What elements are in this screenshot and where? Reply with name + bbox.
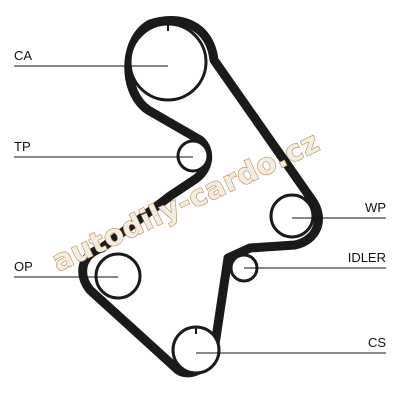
oil-pump-pulley: [94, 252, 142, 300]
timing-belt: [78, 16, 323, 378]
label-ca: CA: [14, 48, 32, 63]
label-idler: IDLER: [348, 250, 386, 265]
label-cs: CS: [368, 335, 386, 350]
water-pump-pulley: [269, 193, 315, 239]
tensioner-pulley: [176, 139, 210, 173]
camshaft-pulley: [128, 22, 208, 102]
label-wp: WP: [365, 200, 386, 215]
label-tp: TP: [14, 139, 31, 154]
crankshaft-pulley: [171, 325, 221, 375]
label-op: OP: [14, 259, 33, 274]
